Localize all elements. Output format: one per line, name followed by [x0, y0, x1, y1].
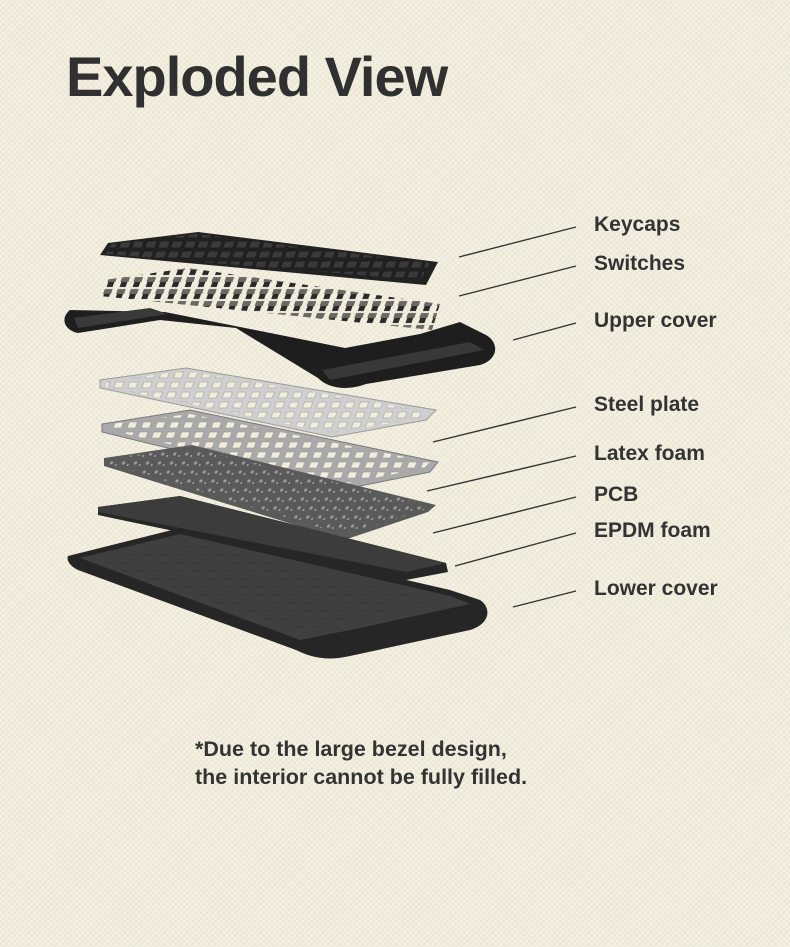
footnote-line-1: *Due to the large bezel design,	[195, 737, 507, 761]
epdm-foam-layer	[98, 496, 448, 580]
steel-plate-layer	[99, 367, 438, 438]
label-pcb: PCB	[594, 483, 639, 506]
footnote-line-2: the interior cannot be fully filled.	[195, 765, 528, 789]
label-latex-foam: Latex foam	[594, 442, 705, 465]
label-keycaps: Keycaps	[594, 213, 681, 236]
upper-cover-layer	[64, 308, 496, 388]
label-lower-cover: Lower cover	[594, 577, 718, 600]
pcb-layer	[104, 445, 436, 540]
leader-line-latex-foam	[426, 455, 577, 492]
leader-line-steel-plate	[432, 406, 577, 443]
leader-lines	[426, 226, 577, 608]
switches-layer	[100, 268, 440, 330]
leader-line-switches	[458, 265, 577, 297]
lower-cover-layer	[67, 528, 488, 659]
label-steel-plate: Steel plate	[594, 393, 700, 416]
leader-line-upper-cover	[512, 322, 577, 341]
label-upper-cover: Upper cover	[594, 309, 717, 332]
keycaps-layer	[100, 232, 438, 285]
leader-line-lower-cover	[512, 590, 577, 608]
label-switches: Switches	[594, 252, 686, 275]
label-epdm-foam: EPDM foam	[594, 519, 711, 542]
leader-line-keycaps	[458, 226, 577, 258]
leader-line-pcb	[432, 496, 577, 534]
latex-foam-layer	[101, 409, 439, 491]
page-title: Exploded View	[66, 45, 448, 108]
leader-line-epdm-foam	[454, 532, 577, 567]
footnote: *Due to the large bezel design, the inte…	[195, 735, 527, 791]
